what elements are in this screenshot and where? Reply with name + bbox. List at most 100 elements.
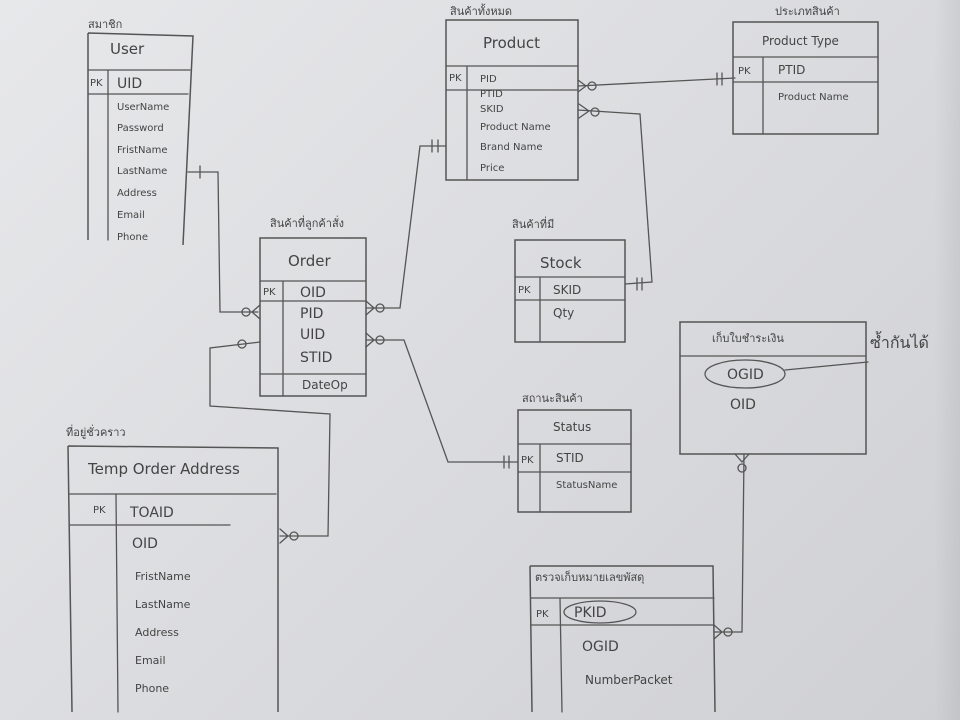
field: Brand Name <box>480 142 542 153</box>
entity-name: Order <box>288 252 331 270</box>
entity-temp-order-address: ที่อยู่ชั่วคราว Temp Order Address PK TO… <box>66 424 279 713</box>
field: Phone <box>135 682 169 695</box>
pk-label: PK <box>93 505 106 516</box>
entity-dividers <box>530 597 715 713</box>
field: Email <box>117 210 145 221</box>
entity-box <box>514 239 626 343</box>
field: OGID <box>582 639 619 655</box>
field: SKID <box>480 104 504 115</box>
entity-caption: ประเภทสินค้า <box>775 5 840 18</box>
entity-user: สมาชิก User PK UID UserName Password Fri… <box>87 18 194 246</box>
duplicate-allowed-note: ซ้ำกันได้ <box>870 331 929 352</box>
entity-dividers <box>259 280 367 397</box>
relationship-order-temp-address <box>209 341 331 537</box>
pk-field: STID <box>556 451 584 465</box>
relationship-invoice-packet <box>713 453 745 633</box>
pk-field: UID <box>117 76 142 92</box>
entity-name: Temp Order Address <box>87 460 240 478</box>
one-circle <box>237 339 247 349</box>
crowfoot <box>734 453 750 463</box>
crowfoot-circle <box>241 307 251 317</box>
relationship-product-stock <box>577 109 653 285</box>
pk-label: PK <box>518 285 531 296</box>
one-ticks <box>503 455 510 469</box>
entity-invoice: เก็บใบชำระเงิน OGID OID ซ้ำกันได้ <box>679 321 929 455</box>
entity-caption: ตรวจเก็บหมายเลขพัสดุ <box>535 570 644 584</box>
entity-caption: สินค้าที่ลูกค้าสั่ง <box>270 215 344 230</box>
relationship-order-product <box>365 145 447 309</box>
crowfoot-circle <box>587 81 597 91</box>
entity-box <box>67 445 279 713</box>
field: Email <box>135 654 166 667</box>
entity-product-type: ประเภทสินค้า Product Type PK PTID Produc… <box>732 5 879 135</box>
entity-caption: สมาชิก <box>88 18 122 31</box>
entity-caption: ที่อยู่ชั่วคราว <box>66 424 126 439</box>
field: StatusName <box>556 480 617 491</box>
field: Address <box>135 626 179 639</box>
entity-packet: ตรวจเก็บหมายเลขพัสดุ PK PKID OGID Number… <box>529 565 716 713</box>
entity-dividers <box>87 69 191 241</box>
entity-box <box>517 409 632 513</box>
entity-caption: สินค้าที่มี <box>512 216 555 231</box>
entity-caption: สินค้าทั้งหมด <box>450 3 512 18</box>
crowfoot <box>577 79 587 93</box>
pk-field: PTID <box>778 63 805 77</box>
entity-name: Product Type <box>762 34 839 48</box>
pkid-highlight-ellipse <box>563 600 637 624</box>
entity-box <box>259 237 367 397</box>
pk-field: OID <box>300 285 326 301</box>
crowfoot-circle <box>375 303 385 313</box>
field: FristName <box>135 570 191 583</box>
field: UID <box>300 327 325 343</box>
entity-status: สถานะสินค้า Status PK STID StatusName <box>517 392 632 513</box>
field: NumberPacket <box>585 673 673 687</box>
field: OID <box>730 397 756 413</box>
crowfoot-circle <box>737 463 747 473</box>
crowfoot-circle <box>289 531 299 541</box>
crowfoot <box>251 304 261 320</box>
crowfoot-circle <box>590 107 600 117</box>
field: Product Name <box>480 122 551 133</box>
pk-label: PK <box>449 73 462 84</box>
field: PTID <box>480 89 503 100</box>
relationships <box>187 72 750 640</box>
field: Password <box>117 123 164 134</box>
entity-dividers <box>69 493 277 713</box>
entity-box <box>445 19 579 181</box>
field: OGID <box>727 367 764 383</box>
pk-field: TOAID <box>129 505 174 521</box>
entity-dividers <box>732 56 879 135</box>
field: Address <box>117 188 157 199</box>
entity-dividers <box>517 443 632 513</box>
field: FristName <box>117 145 168 156</box>
footer-field: DateOp <box>302 378 348 392</box>
field: LastName <box>117 166 167 177</box>
field: Phone <box>117 232 148 243</box>
crowfoot-circle <box>375 335 385 345</box>
pk-label: PK <box>90 78 103 89</box>
pk-field: PKID <box>574 605 607 621</box>
crowfoot-circle <box>723 627 733 637</box>
note-pointer-line <box>784 361 869 371</box>
field: Qty <box>553 306 574 320</box>
field: PID <box>300 306 323 322</box>
entity-caption: สถานะสินค้า <box>522 392 583 405</box>
one-ticks <box>716 72 723 86</box>
field: UserName <box>117 102 169 113</box>
field: LastName <box>135 598 191 611</box>
paper-fold-shadow <box>934 0 960 720</box>
pk-label: PK <box>536 609 549 620</box>
crowfoot <box>365 332 375 348</box>
entity-dividers <box>514 276 626 343</box>
relationship-order-status <box>365 339 519 463</box>
entity-product: สินค้าทั้งหมด Product PK PID PTID SKID P… <box>445 3 579 181</box>
pk-label: PK <box>738 66 751 77</box>
entity-name: Status <box>553 420 591 434</box>
pk-field: PID <box>480 74 497 85</box>
ogid-highlight-ellipse <box>704 359 786 389</box>
entity-box <box>87 32 194 246</box>
relationship-user-order <box>187 171 259 313</box>
entity-dividers <box>445 65 579 181</box>
